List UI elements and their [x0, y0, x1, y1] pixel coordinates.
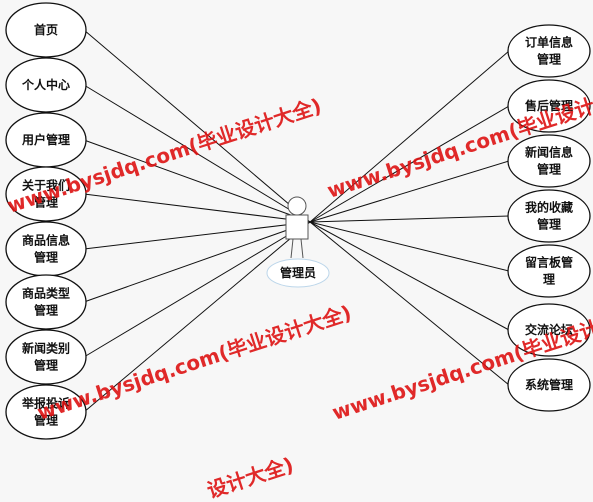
left-use-case-label-4-1: 关于我们	[22, 178, 70, 193]
right-association-2	[309, 105, 510, 223]
right-use-case-label-4-2: 管理	[537, 217, 561, 232]
right-use-case-2: 售后管理	[507, 79, 591, 133]
left-use-case-label-2-1: 个人中心	[21, 77, 70, 92]
left-use-case-2: 个人中心	[5, 57, 87, 113]
left-use-case-label-6-2: 管理	[34, 303, 58, 318]
left-use-case-ellipse-1	[5, 2, 87, 58]
left-use-case-label-8-2: 管理	[34, 413, 58, 428]
left-use-case-label-5-2: 管理	[34, 250, 58, 265]
right-use-case-label-7-1: 系统管理	[525, 377, 573, 392]
actor-admin: 管理员	[266, 196, 330, 288]
right-use-case-label-6-1: 交流论坛	[525, 322, 573, 337]
right-use-case-ellipse-3	[507, 134, 591, 188]
right-use-case-label-4-1: 我的收藏	[525, 200, 573, 215]
left-use-case-label-3-1: 用户管理	[21, 132, 70, 147]
right-association-7	[309, 221, 510, 386]
left-use-case-3: 用户管理	[5, 112, 87, 168]
actor-body	[285, 214, 309, 240]
right-association-6	[309, 221, 510, 331]
left-association-4	[83, 193, 311, 223]
watermark-5: 设计大全)	[204, 452, 296, 502]
watermark-layer: www.bysjdq.com(毕业设计大全) www.bysjdq.com(毕业…	[4, 78, 593, 502]
left-use-case-label-6-1: 商品类型	[22, 286, 70, 301]
right-use-case-label-5-1: 留言板管	[525, 255, 573, 270]
right-use-case-ellipse-5	[507, 244, 591, 298]
actor-leg-left	[290, 238, 294, 259]
actor-name-background	[266, 258, 330, 288]
left-association-6	[83, 221, 311, 303]
association-lines	[83, 29, 510, 413]
left-use-case-ellipse-6	[5, 274, 87, 330]
right-use-case-label-3-2: 管理	[537, 162, 561, 177]
left-use-case-label-7-2: 管理	[34, 358, 58, 373]
actor-name: 管理员	[280, 265, 316, 280]
left-association-3	[83, 139, 311, 223]
right-use-case-label-1-1: 订单信息	[525, 35, 573, 50]
left-use-case-ellipse-7	[5, 329, 87, 385]
right-association-1	[309, 50, 510, 223]
right-use-case-label-5-2: 理	[543, 273, 555, 287]
right-use-case-ellipse-2	[507, 79, 591, 133]
use-cases: 首页个人中心用户管理关于我们管理商品信息管理商品类型管理新闻类别管理举报投诉管理…	[5, 2, 591, 440]
right-use-case-6: 交流论坛	[507, 303, 591, 357]
left-use-case-ellipse-2	[5, 57, 87, 113]
left-use-case-ellipse-4	[5, 166, 87, 222]
right-use-case-label-3-1: 新闻信息	[525, 145, 573, 160]
left-association-1	[83, 29, 311, 223]
right-use-case-label-2-1: 售后管理	[525, 98, 573, 113]
left-use-case-ellipse-5	[5, 221, 87, 277]
left-association-5	[83, 221, 311, 250]
left-use-case-ellipse-8	[5, 384, 87, 440]
right-association-4	[309, 215, 510, 223]
left-use-case-label-4-2: 管理	[34, 195, 58, 210]
left-use-case-1: 首页	[5, 2, 87, 58]
left-use-case-label-1-1: 首页	[34, 22, 58, 37]
right-use-case-ellipse-7	[507, 358, 591, 412]
left-use-case-label-7-1: 新闻类别	[22, 341, 70, 356]
right-use-case-ellipse-1	[507, 24, 591, 78]
right-association-5	[309, 221, 510, 272]
right-use-case-ellipse-6	[507, 303, 591, 357]
right-association-3	[309, 160, 510, 223]
left-association-8	[83, 221, 311, 413]
left-association-7	[83, 221, 311, 358]
actor-leg-right	[300, 238, 304, 259]
right-use-case-ellipse-4	[507, 189, 591, 243]
actor-head	[287, 196, 307, 216]
right-use-case-7: 系统管理	[507, 358, 591, 412]
left-association-2	[83, 84, 311, 223]
left-use-case-label-8-1: 举报投诉	[21, 396, 70, 411]
left-use-case-label-5-1: 商品信息	[22, 233, 70, 248]
right-use-case-label-1-2: 管理	[537, 52, 561, 67]
